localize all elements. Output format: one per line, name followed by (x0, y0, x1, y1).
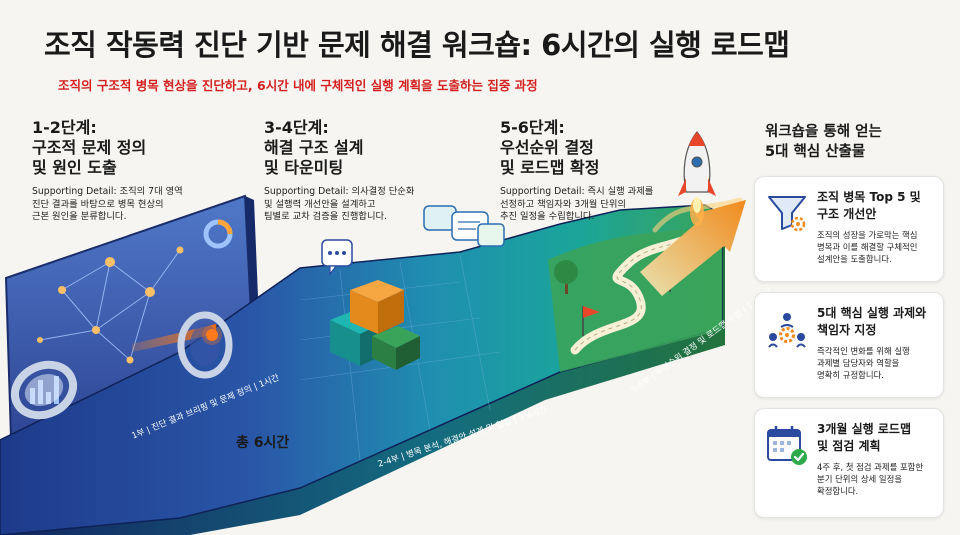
stage-title-line: 해결 구조 설계 (264, 138, 364, 157)
page-subtitle: 조직의 구조적 병목 현상을 진단하고, 6시간 내에 구체적인 실행 계획을 … (58, 78, 538, 93)
stage-detail-line: 선정하고 책임자와 3개월 단위의 (500, 198, 626, 210)
stage-title-line: 1-2단계: (32, 118, 97, 137)
stage-detail-line: 근본 원인을 분류합니다. (32, 211, 127, 222)
stage-title-line: 3-4단계: (264, 118, 329, 137)
tree-icon (554, 260, 578, 294)
card-title-line: 3개월 실행 로드맵 (817, 422, 911, 436)
card-title-line: 조직 병목 Top 5 및 (817, 190, 921, 204)
card-text-line: 명확히 규정합니다. (817, 370, 884, 380)
chat-bubbles-icon (321, 205, 505, 276)
card-text-line: 4주 후, 첫 점검 과제를 포함한 (817, 462, 924, 472)
lens-icon (10, 311, 233, 420)
total-time-label: 총 6시간 (236, 435, 290, 451)
rocket-icon (640, 131, 746, 296)
card-text-line: 즉각적인 변화를 위해 실행 (817, 346, 910, 356)
stage-3-block: 5-6단계: 우선순위 결정 및 로드맵 확정 Supporting Detai… (500, 118, 653, 224)
card-title-line: 5대 핵심 실행 과제와 (817, 306, 927, 320)
stage-2-block: 3-4단계: 해결 구조 설계 및 타운미팅 Supporting Detail… (264, 118, 414, 224)
stage-detail-line: Supporting Detail: 조직의 7대 영역 (32, 186, 183, 197)
stage-title-line: 우선순위 결정 (500, 138, 594, 157)
card-text-line: 설계안을 도출합니다. (817, 254, 892, 264)
stage-detail-line: Supporting Detail: 즉시 실행 과제를 (500, 186, 654, 197)
stage-detail-line: Supporting Detail: 의사결정 단순화 (264, 186, 415, 197)
stage-title-line: 구조적 문제 정의 (32, 138, 147, 157)
outcome-card-roadmap: 3개월 실행 로드맵 및 점검 계획 4주 후, 첫 점검 과제를 포함한 분기… (754, 408, 944, 518)
card-text-line: 확정합니다. (817, 486, 859, 496)
card-title-line: 및 점검 계획 (817, 439, 881, 453)
page-title: 조직 작동력 진단 기반 문제 해결 워크숍: 6시간의 실행 로드맵 (44, 28, 790, 62)
card-text-line: 병목과 이를 해결할 구체적인 (817, 242, 918, 252)
card-text-line: 조직의 성장을 가로막는 핵심 (817, 230, 918, 240)
stage-title-line: 및 타운미팅 (264, 158, 344, 177)
stage-title-line: 5-6단계: (500, 118, 565, 137)
funnel-gear-icon (768, 196, 806, 232)
outcome-card-action-items: 5대 핵심 실행 과제와 책임자 지정 즉각적인 변화를 위해 실행 과제별 담… (754, 292, 944, 398)
building-blocks-icon (330, 280, 420, 370)
card-title-line: 구조 개선안 (817, 207, 877, 221)
stage-title-line: 및 로드맵 확정 (500, 158, 600, 177)
card-text-line: 과제별 담당자와 역할을 (817, 358, 900, 368)
card-text-line: 분기 단위의 상세 일정을 (817, 474, 903, 484)
card-title-line: 책임자 지정 (817, 323, 877, 337)
stage-title-line: 및 원인 도출 (32, 158, 117, 177)
stage-1-block: 1-2단계: 구조적 문제 정의 및 원인 도출 Supporting Deta… (32, 118, 183, 224)
team-gear-icon (768, 313, 806, 348)
outcomes-title-line: 5대 핵심 산출물 (765, 144, 866, 160)
outcome-card-bottlenecks: 조직 병목 Top 5 및 구조 개선안 조직의 성장을 가로막는 핵심 병목과… (754, 176, 944, 282)
stage-detail-line: 팀별로 교차 검증을 진행합니다. (264, 211, 388, 222)
stage-detail-line: 진단 결과를 바탕으로 병목 현상의 (32, 198, 164, 210)
outcomes-title-line: 워크숍을 통해 얻는 (765, 124, 882, 140)
stage-detail-line: 및 설행력 개선안을 설계하고 (264, 198, 376, 210)
stage-detail-line: 추진 일정을 수립합니다. (500, 211, 595, 222)
calendar-check-icon (767, 426, 807, 465)
outcomes-title: 워크숍을 통해 얻는 5대 핵심 산출물 (765, 122, 882, 162)
